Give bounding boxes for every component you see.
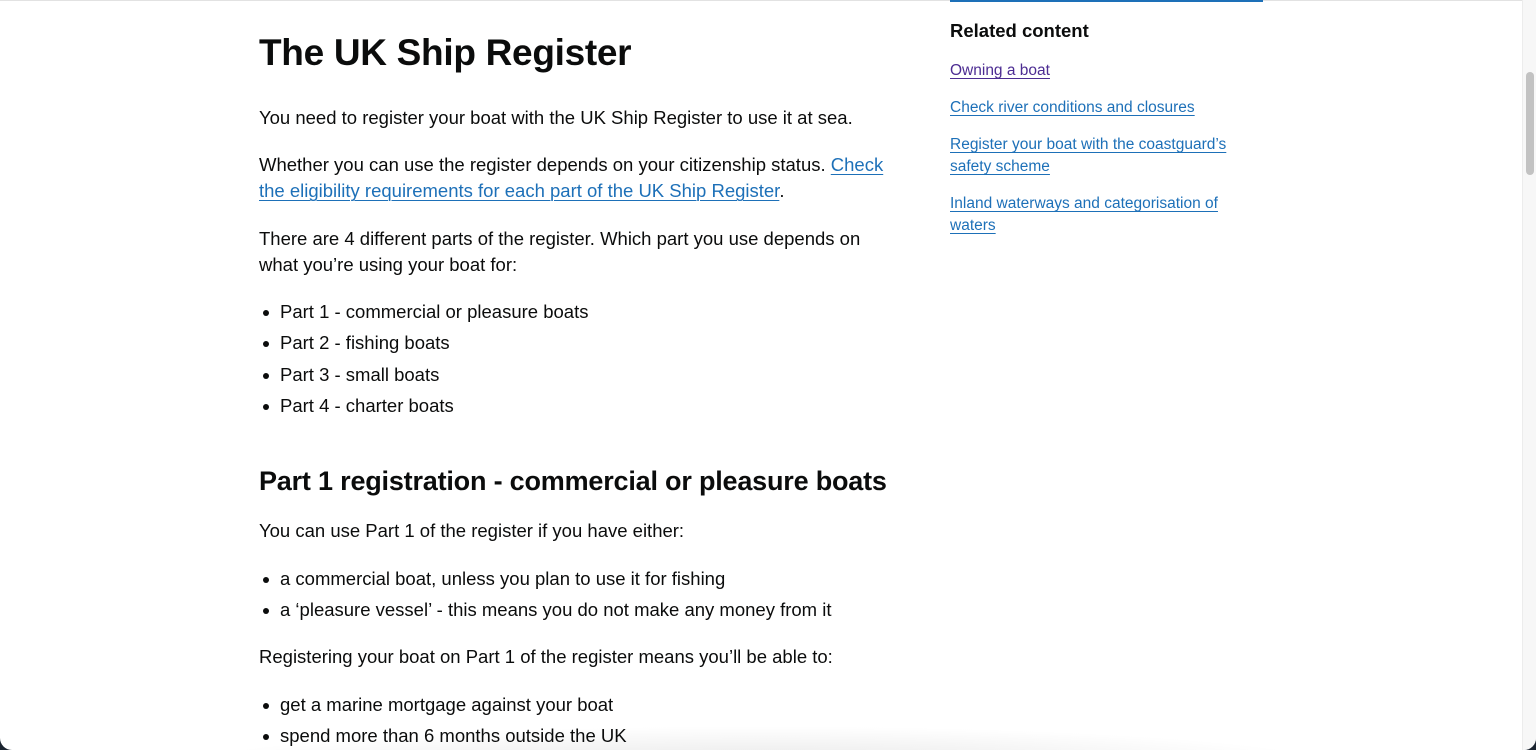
part1-conditions-list: a commercial boat, unless you plan to us…: [259, 566, 832, 629]
related-link-coastguard-safety-scheme[interactable]: Register your boat with the coastguard’s…: [950, 136, 1227, 175]
bottom-shadow: [0, 690, 1522, 750]
related-link-item: Inland waterways and categorisation of w…: [950, 193, 1245, 237]
list-item: get a marine mortgage against your boat: [259, 692, 627, 723]
scrollbar-thumb[interactable]: [1526, 72, 1534, 175]
list-item: Part 3 - small boats: [259, 362, 588, 393]
related-link-item: Register your boat with the coastguard’s…: [950, 134, 1245, 178]
part1-heading: Part 1 registration - commercial or plea…: [259, 466, 887, 496]
related-link-inland-waterways[interactable]: Inland waterways and categorisation of w…: [950, 195, 1218, 234]
related-link-owning-a-boat[interactable]: Owning a boat: [950, 62, 1050, 79]
related-content-title: Related content: [950, 20, 1089, 41]
list-item: Part 1 - commercial or pleasure boats: [259, 299, 588, 330]
eligibility-link[interactable]: Check the eligibility requirements for e…: [259, 154, 884, 201]
eligibility-after: .: [779, 180, 785, 201]
list-item: a commercial boat, unless you plan to us…: [259, 566, 832, 597]
eligibility-paragraph: Whether you can use the register depends…: [259, 152, 909, 204]
eligibility-text: Whether you can use the register depends…: [259, 154, 831, 175]
list-item: spend more than 6 months outside the UK: [259, 723, 627, 750]
list-item: a ‘pleasure vessel’ - this means you do …: [259, 597, 832, 628]
part1-benefits-list: get a marine mortgage against your boat …: [259, 692, 627, 750]
list-item: Part 2 - fishing boats: [259, 330, 588, 361]
parts-intro-paragraph: There are 4 different parts of the regis…: [259, 228, 861, 275]
register-parts-list: Part 1 - commercial or pleasure boats Pa…: [259, 299, 588, 424]
list-item: Part 4 - charter boats: [259, 393, 588, 424]
part1-intro-paragraph: You can use Part 1 of the register if yo…: [259, 520, 685, 541]
part1-benefits-intro: Registering your boat on Part 1 of the r…: [259, 646, 833, 667]
related-link-item: Owning a boat: [950, 60, 1250, 82]
related-content-top-border: [950, 0, 1263, 2]
intro-paragraph: You need to register your boat with the …: [259, 107, 853, 128]
window-top-edge: [0, 0, 1522, 1]
vertical-scrollbar[interactable]: [1522, 0, 1536, 750]
related-link-river-conditions[interactable]: Check river conditions and closures: [950, 99, 1195, 116]
page-title: The UK Ship Register: [259, 32, 632, 73]
related-link-item: Check river conditions and closures: [950, 97, 1250, 119]
